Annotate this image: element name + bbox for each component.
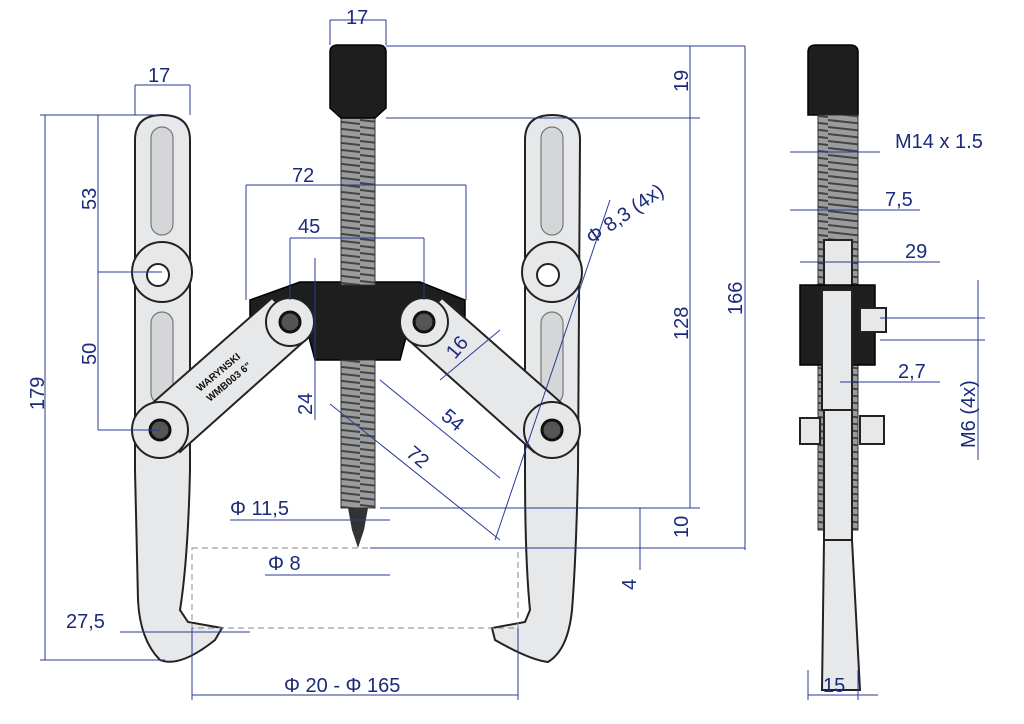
dim-side-15: 15 — [823, 675, 845, 697]
dim-overall-height: 166 — [725, 282, 747, 315]
dim-upper-slot: 53 — [79, 188, 101, 210]
dim-grip-range: Φ 20 - Φ 165 — [284, 675, 400, 697]
front-view: WARYNSKI WMB003 6" — [131, 44, 583, 664]
dim-arm-72: 72 — [402, 442, 433, 473]
workpiece-outline — [191, 547, 519, 629]
dim-hole-dia: Φ 8,3 (4x) — [582, 180, 668, 249]
dim-tip-10: 10 — [671, 516, 693, 538]
side-view — [799, 44, 887, 691]
dim-arm-span-45: 45 — [298, 216, 320, 238]
screw — [329, 44, 387, 548]
dim-tip-4: 4 — [619, 579, 641, 590]
dim-side-29: 29 — [905, 241, 927, 263]
dim-point-dia: Φ 8 — [268, 553, 301, 575]
dim-side-2-7: 2,7 — [898, 361, 926, 383]
dim-side-7-5: 7,5 — [885, 189, 913, 211]
dim-jaw-width: 17 — [148, 65, 170, 87]
dim-arm-span-72: 72 — [292, 165, 314, 187]
dim-arm-54: 54 — [437, 405, 468, 436]
left-arm: WARYNSKI WMB003 6" — [131, 296, 315, 459]
right-arm — [399, 296, 581, 459]
dim-screw-hex-width: 17 — [346, 7, 368, 29]
dim-thread-length: 128 — [671, 307, 693, 340]
dim-hex-height: 19 — [671, 70, 693, 92]
dim-lower-slot: 50 — [79, 343, 101, 365]
dim-offset-24: 24 — [295, 393, 317, 415]
dim-tip-dia: Φ 11,5 — [230, 498, 289, 520]
dim-thread: M14 x 1.5 — [895, 131, 983, 153]
dimension-lines — [40, 19, 985, 700]
dim-jaw-height: 179 — [27, 377, 49, 410]
dim-hook-depth: 27,5 — [66, 611, 105, 633]
dim-bolts: M6 (4x) — [958, 380, 980, 448]
